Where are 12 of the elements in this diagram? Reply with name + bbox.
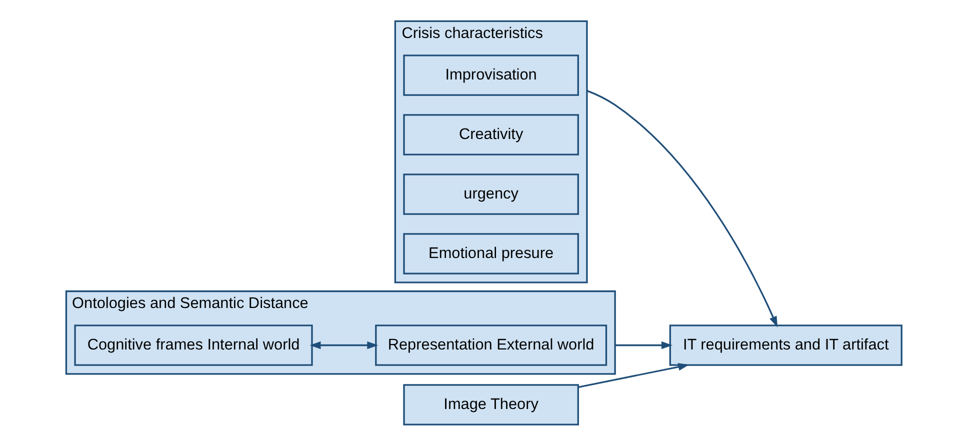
node-box: Image Theory xyxy=(402,384,578,426)
arrow xyxy=(309,341,378,350)
arrow xyxy=(614,341,672,350)
node-box: urgency xyxy=(402,174,578,215)
arrow xyxy=(578,363,689,388)
node-box: IT requirements and IT artifact xyxy=(668,324,902,366)
node-box: Emotional presure xyxy=(402,233,578,274)
node-box: Creativity xyxy=(402,114,578,156)
arrow xyxy=(586,90,778,328)
node-box: Improvisation xyxy=(402,54,578,96)
node-box: Representation External world xyxy=(374,324,607,366)
node-box: Cognitive frames Internal world xyxy=(74,324,312,366)
